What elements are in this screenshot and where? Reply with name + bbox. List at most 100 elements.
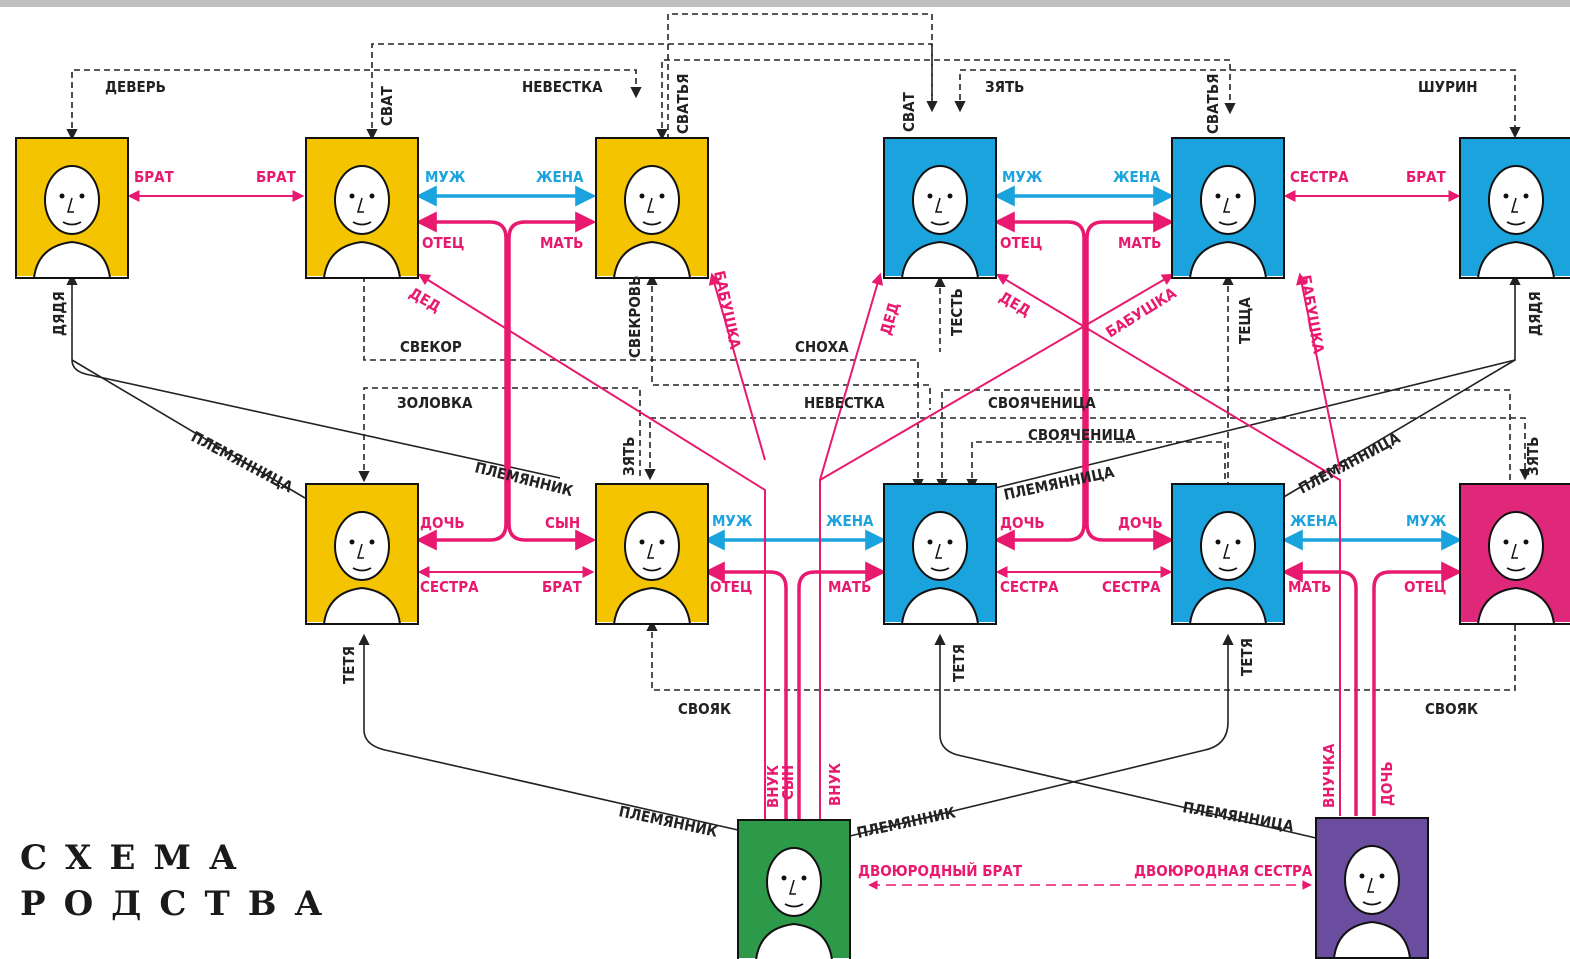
label-svoyak-1: СВОЯК xyxy=(678,700,731,718)
line-dever xyxy=(66,69,642,141)
portrait-p3 xyxy=(595,137,709,279)
label-svatya-1: СВАТЬЯ xyxy=(674,73,692,134)
label-brat-right: БРАТ xyxy=(256,168,297,186)
label-svat-1: СВАТ xyxy=(378,85,396,126)
line-tetya-2 xyxy=(934,633,1317,839)
label-mat-4: МАТЬ xyxy=(1288,578,1331,596)
label-vnuchka: ВНУЧКА xyxy=(1320,743,1338,808)
label-zhena-4: ЖЕНА xyxy=(1290,512,1338,530)
portrait-p8 xyxy=(595,483,709,625)
label-tetya-1: ТЕТЯ xyxy=(340,646,358,684)
label-otec-2: ОТЕЦ xyxy=(1000,234,1042,252)
portrait-p1 xyxy=(15,137,129,279)
label-syn-1: СЫН xyxy=(545,514,580,532)
line-zyat xyxy=(644,417,1531,481)
portrait-p9 xyxy=(883,483,997,625)
line-svat-1 xyxy=(366,43,938,141)
label-nevestka-mid: НЕВЕСТКА xyxy=(804,394,885,412)
line-svoyachenitsa-2 xyxy=(966,441,1226,491)
label-tetya-3: ТЕТЯ xyxy=(1238,638,1256,676)
label-muzh-3: МУЖ xyxy=(712,512,753,530)
label-zhena-1: ЖЕНА xyxy=(536,168,584,186)
portrait-p13 xyxy=(1315,817,1429,959)
label-zyat-top: ЗЯТЬ xyxy=(985,78,1024,96)
label-zyat-mid: ЗЯТЬ xyxy=(620,437,638,476)
label-dvoyurodnaya-sestra: ДВОЮРОДНАЯ СЕСТРА xyxy=(1134,862,1313,880)
line-plemyannitsa-right xyxy=(1281,359,1516,499)
label-zolovka: ЗОЛОВКА xyxy=(397,394,473,412)
label-zyat-right: ЗЯТЬ xyxy=(1524,437,1542,476)
line-tetya-1 xyxy=(358,633,739,831)
label-muzh-4: МУЖ xyxy=(1406,512,1447,530)
label-babushka-1: БАБУШКА xyxy=(710,269,744,351)
line-svekrov xyxy=(646,273,931,410)
label-doch-4: ДОЧЬ xyxy=(1378,761,1396,806)
label-otec-4: ОТЕЦ xyxy=(1404,578,1446,596)
line-parents-right-daughter2 xyxy=(1085,211,1175,551)
label-plemyannik-2: ПЛЕМЯННИК xyxy=(617,802,719,840)
label-snokha: СНОХА xyxy=(795,338,849,356)
label-shurin: ШУРИН xyxy=(1418,78,1478,96)
portrait-p10 xyxy=(1171,483,1285,625)
label-svoyak-2: СВОЯК xyxy=(1425,700,1478,718)
line-mother-son xyxy=(797,561,887,822)
line-parents-right-daughter1 xyxy=(993,211,1086,551)
label-svatya-2: СВАТЬЯ xyxy=(1204,73,1222,134)
line-svoyak xyxy=(646,619,1516,691)
label-sestra-2: СЕСТРА xyxy=(420,578,479,596)
line-dyadya-left xyxy=(66,273,561,479)
line-svoyachenitsa-1 xyxy=(936,389,1511,491)
label-otec-1: ОТЕЦ xyxy=(422,234,464,252)
line-babushka-2 xyxy=(819,273,1175,481)
line-svatya-1 xyxy=(656,59,1236,141)
label-svoyachenitsa-1: СВОЯЧЕНИЦА xyxy=(988,394,1096,412)
label-sestra-1: СЕСТРА xyxy=(1290,168,1349,186)
label-syn-2: СЫН xyxy=(779,765,797,800)
label-test: ТЕСТЬ xyxy=(948,288,966,336)
label-vnuk-1: ВНУК xyxy=(764,765,782,808)
label-doch-3: ДОЧЬ xyxy=(1118,514,1163,532)
line-parents-left-daughter xyxy=(415,211,508,551)
portrait-p5 xyxy=(1171,137,1285,279)
label-dyadya-left: ДЯДЯ xyxy=(50,291,68,336)
line-dyadya-right xyxy=(994,273,1521,489)
line-ded-1 xyxy=(417,273,766,822)
line-zolovka xyxy=(358,387,641,483)
line-ded-3 xyxy=(995,273,1341,816)
line-tetya-3 xyxy=(849,633,1234,837)
label-plemyannitsa-2: ПЛЕМЯННИЦА xyxy=(1002,463,1116,504)
portrait-p6 xyxy=(1459,137,1570,279)
title-line-2: РОДСТВА xyxy=(20,884,341,924)
label-otec-3: ОТЕЦ xyxy=(710,578,752,596)
label-zhena-3: ЖЕНА xyxy=(826,512,874,530)
label-plemyannitsa-1: ПЛЕМЯННИЦА xyxy=(188,428,296,497)
label-doch-1: ДОЧЬ xyxy=(420,514,465,532)
line-ded-2 xyxy=(819,272,884,822)
portrait-p4 xyxy=(883,137,997,279)
label-ded-2: ДЕД xyxy=(877,300,903,337)
label-plemyannitsa-4: ПЛЕМЯННИЦА xyxy=(1181,798,1295,835)
label-mat-1: МАТЬ xyxy=(540,234,583,252)
label-plemyannik-1: ПЛЕМЯННИК xyxy=(473,458,575,500)
label-dyadya-right: ДЯДЯ xyxy=(1526,291,1544,336)
label-svat-2: СВАТ xyxy=(900,91,918,132)
label-dever: ДЕВЕРЬ xyxy=(105,78,166,96)
label-svoyachenitsa-2: СВОЯЧЕНИЦА xyxy=(1028,426,1136,444)
line-shurin xyxy=(954,69,1521,139)
label-zhena-2: ЖЕНА xyxy=(1113,168,1161,186)
label-tetya-2: ТЕТЯ xyxy=(950,644,968,682)
line-plemyannitsa-left xyxy=(71,359,306,499)
line-father-daughter xyxy=(1372,561,1463,816)
label-muzh-1: МУЖ xyxy=(425,168,466,186)
label-ded-1: ДЕД xyxy=(406,284,444,316)
label-mat-2: МАТЬ xyxy=(1118,234,1161,252)
label-doch-2: ДОЧЬ xyxy=(1000,514,1045,532)
label-brat-2: БРАТ xyxy=(1406,168,1447,186)
label-muzh-2: МУЖ xyxy=(1002,168,1043,186)
label-vnuk-2: ВНУК xyxy=(826,763,844,806)
line-babushka-3 xyxy=(1296,272,1341,471)
label-babushka-3: БАБУШКА xyxy=(1296,274,1328,356)
title-line-1: СХЕМА xyxy=(20,838,255,878)
portrait-p7 xyxy=(305,483,419,625)
